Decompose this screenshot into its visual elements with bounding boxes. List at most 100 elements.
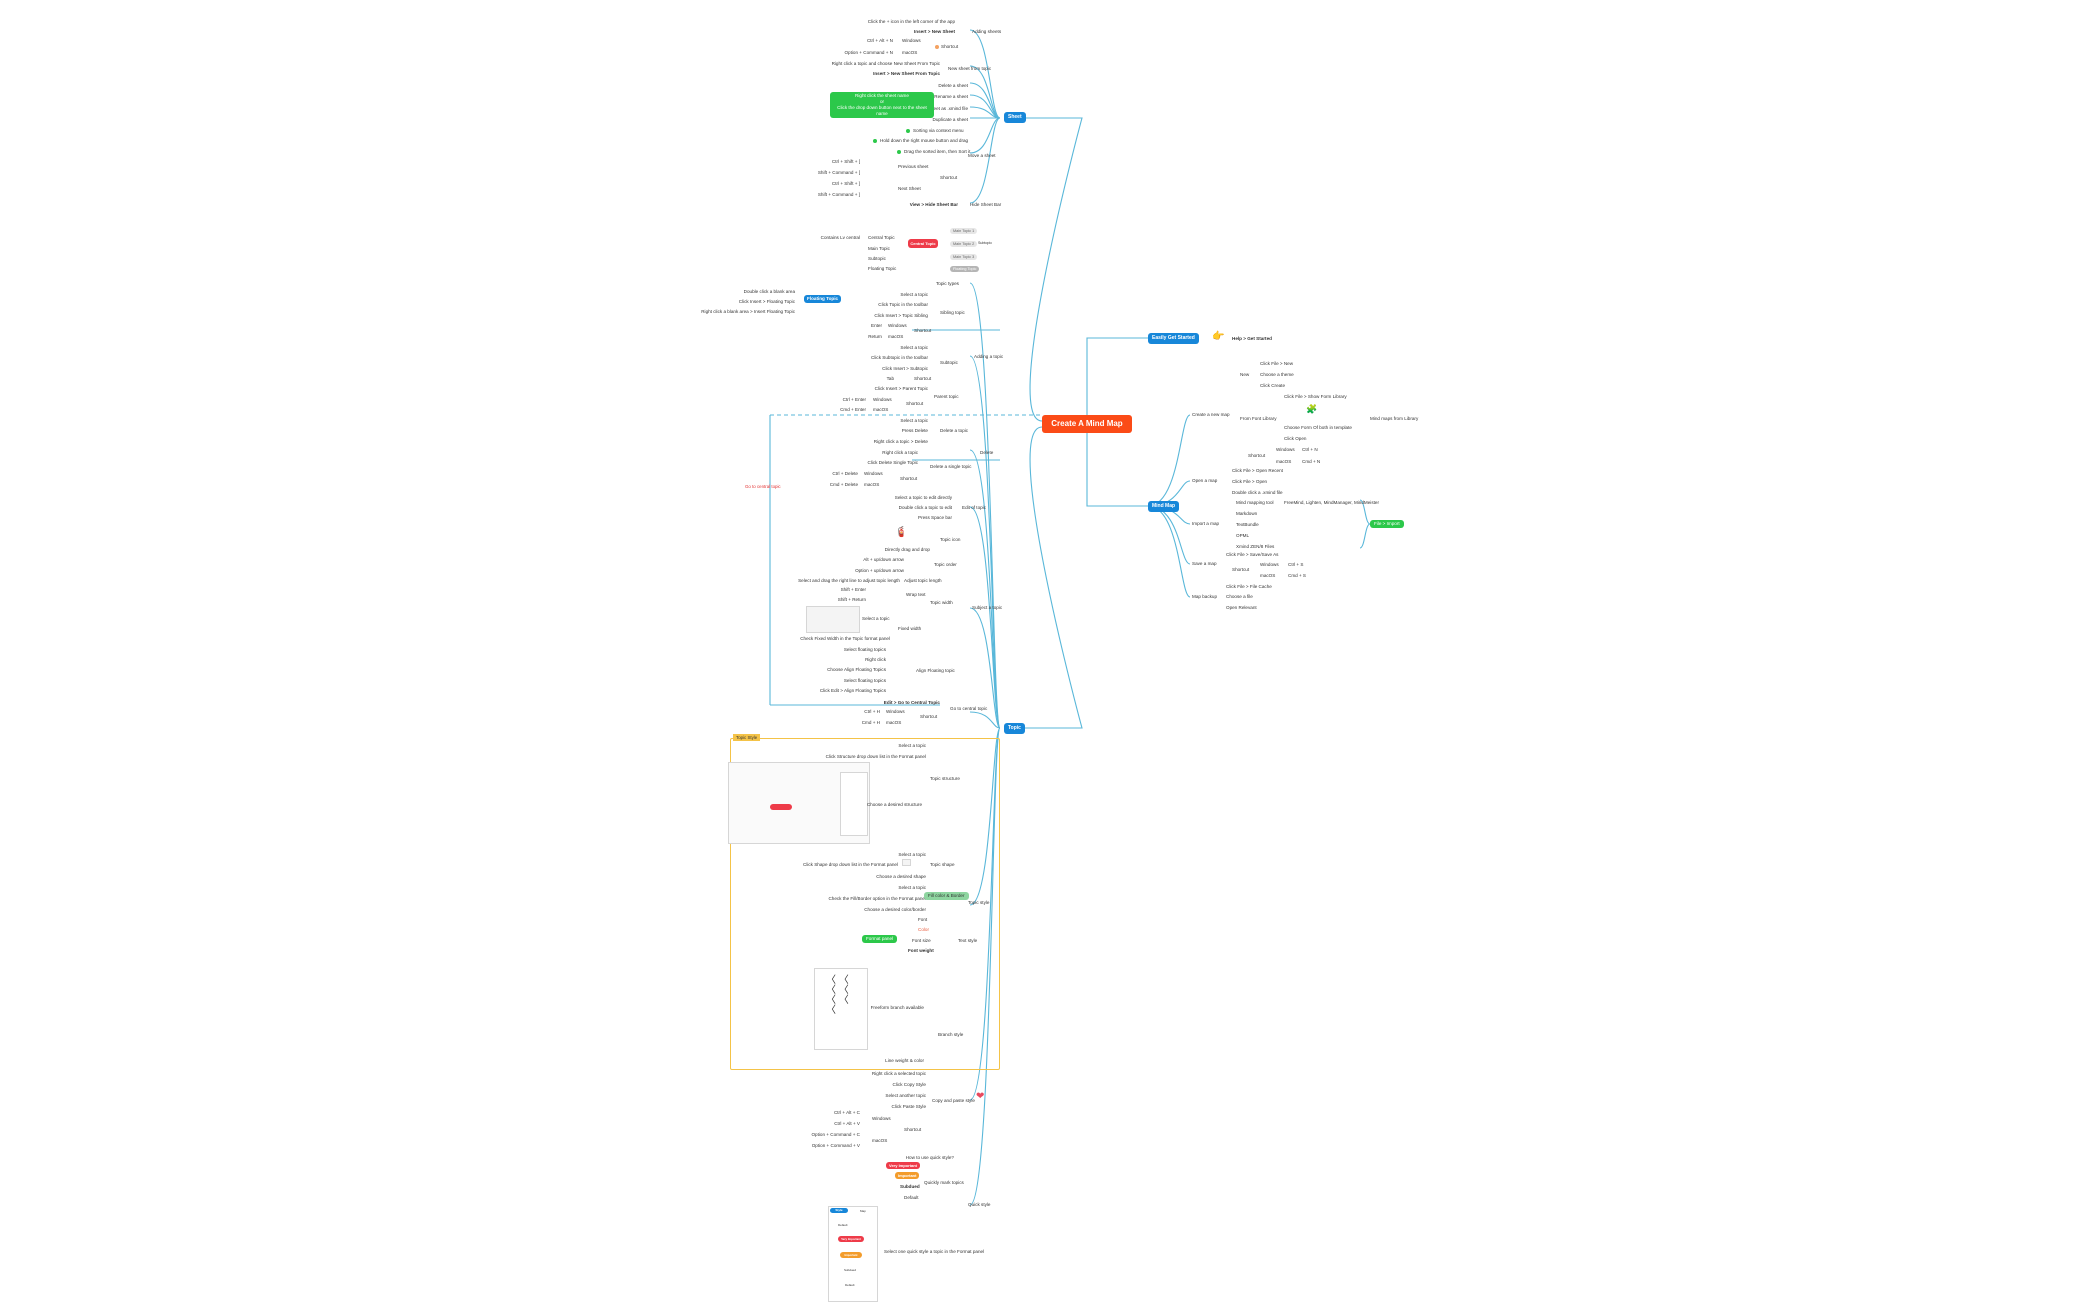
topic-width: Topic width	[930, 600, 953, 605]
mm-imp3: Markdown	[1236, 511, 1258, 516]
edit-press-space: Press Space bar	[918, 515, 952, 520]
choose-align: Choose Align Floating Topics	[827, 667, 886, 672]
shape-icon	[902, 859, 911, 866]
right-click-float: Right click	[865, 657, 886, 662]
link-topic	[1022, 426, 1083, 729]
mm-ctrl-s: Ctrl + S	[1288, 562, 1304, 567]
del-select: Select a topic	[900, 418, 928, 423]
fmt-important[interactable]: Important	[840, 1252, 862, 1258]
qs-very-important[interactable]: Very Important	[886, 1162, 921, 1169]
fmt-very-important[interactable]: Very Important	[838, 1236, 864, 1242]
branch-glyphs: 〈 〈〈 〈〈 〈〈	[826, 975, 849, 1016]
fmt-tab-map[interactable]: Map	[860, 1209, 866, 1213]
sib-macos: macOS	[888, 334, 904, 339]
sib-select-topic: Select a topic	[900, 292, 928, 297]
del-press: Press Delete	[901, 428, 928, 433]
sheet-delete: Delete a sheet	[938, 83, 968, 88]
fill-border-badge: Fill color & Border	[924, 892, 969, 900]
heart-icon: ❤	[976, 1091, 985, 1102]
sub-click-insert: Click Insert > Subtopic	[882, 366, 928, 371]
ts-choose-color: Choose a desired color/border	[864, 907, 926, 912]
qs-select-quick: Select one quick style a topic in the Fo…	[884, 1249, 985, 1254]
ts-branch-style: Branch style	[938, 1032, 964, 1037]
del-right-click-topic: Right click a topic	[882, 450, 918, 455]
cp-click-paste: Click Paste Style	[891, 1104, 926, 1109]
ts-select: Select a topic	[898, 743, 926, 748]
del-shortcut: Shortcut	[900, 476, 918, 481]
qs-how-use: How to use quick style?	[905, 1155, 954, 1160]
mm-map-backup: Map backup	[1192, 594, 1218, 599]
parent-macos: macOS	[873, 407, 889, 412]
mm-cmd-n: Cmd + N	[1302, 459, 1321, 464]
ts-freeform: Freeform branch available	[870, 1005, 924, 1010]
select-floating-2: Select floating topics	[843, 678, 886, 683]
topic-central-node[interactable]: Central Topic	[908, 239, 938, 248]
floating-topic-button[interactable]: Floating Topic	[804, 295, 842, 303]
sheet-shortcut: Shortcut	[941, 44, 959, 49]
mm-open-file: Click File > Open	[1232, 479, 1268, 484]
cp-ctrl-alt-v: Ctrl + Alt + V	[834, 1121, 860, 1126]
branch-sheet[interactable]: Sheet	[1004, 112, 1026, 123]
type-main: Main Topic	[868, 246, 890, 251]
sheet-opt-cmd-n: Option + Command + N	[844, 50, 893, 55]
sib-click-toolbar: Click Topic in the toolbar	[878, 302, 928, 307]
sib-enter: Enter	[871, 323, 882, 328]
list-dot-icon	[897, 150, 901, 154]
parent-topic: Parent topic	[934, 394, 959, 399]
mm-open-relevant: Open Relevant	[1226, 605, 1257, 610]
ts-color: Color	[918, 927, 929, 932]
qs-subdued: Subdued	[900, 1184, 920, 1189]
edit-topic: Edit of topic	[962, 505, 987, 510]
parent-ctrl-enter: Ctrl + Enter	[842, 397, 866, 402]
cp-label: Copy and paste style	[932, 1098, 975, 1103]
sheet-duplicate: Duplicate a sheet	[932, 117, 969, 122]
sheet-top-note: Click the + icon in the left corner of t…	[867, 19, 955, 24]
contains-lv: Contains Lv central	[820, 235, 860, 240]
mm-import-map: Import a map	[1192, 521, 1220, 526]
fmt-tab-style[interactable]: Style	[830, 1208, 848, 1213]
qs-important[interactable]: Important	[895, 1172, 920, 1179]
gc-windows: Windows	[886, 709, 905, 714]
link-easily	[1086, 337, 1148, 415]
sheet-macos: macOS	[902, 50, 918, 55]
topic-order: Topic order	[934, 562, 957, 567]
main-topic-2[interactable]: Main Topic 2	[950, 241, 978, 247]
main-topic-1[interactable]: Main Topic 1	[950, 228, 978, 234]
cp-ctrl-alt-c: Ctrl + Alt + C	[833, 1110, 860, 1115]
ft-right-click: Right click a blank area > Insert Floati…	[701, 309, 795, 314]
sheet-green-hint: Right click the sheet name or Click the …	[830, 92, 934, 118]
ts-shape-select: Select a topic	[898, 852, 926, 857]
mm-imp1: Mind mapping tool	[1236, 500, 1274, 505]
edit-go-central: Edit > Go to Central Topic	[883, 700, 940, 705]
mm-cmd-s: Cmd + S	[1288, 573, 1306, 578]
branch-mind-map[interactable]: Mind Map	[1148, 501, 1180, 512]
structure-dropdown[interactable]	[840, 772, 868, 836]
ts-choose-structure: Choose a desired structure	[866, 802, 922, 807]
branch-topic[interactable]: Topic	[1004, 723, 1025, 734]
mm-save-macos: macOS	[1260, 573, 1276, 578]
topic-types: Topic types	[936, 281, 959, 286]
pointing-hand-icon: 👉	[1212, 331, 1225, 342]
qs-default: Default	[904, 1195, 919, 1200]
mm-click-file-new: Click File > New	[1260, 361, 1294, 366]
branch-easily-get-started[interactable]: Easily Get Started	[1148, 333, 1199, 344]
gc-ctrl-h: Ctrl + H	[864, 709, 880, 714]
main-topic-3[interactable]: Main Topic 3	[950, 254, 978, 260]
sheet-ctrl-shift-l: Ctrl + Shift + [	[831, 159, 860, 164]
cp-right-click: Right click a selected topic	[871, 1071, 926, 1076]
align-floating: Align Floating topic	[916, 668, 955, 673]
sheet-insert-from-topic: Insert > New Sheet From Topic	[873, 71, 940, 76]
floating-sample[interactable]: Floating Topic	[950, 266, 980, 272]
shortcut-dot-icon	[935, 45, 939, 49]
del-single-topic: Delete a single topic	[930, 464, 972, 469]
branch-style-panel	[814, 968, 868, 1050]
topic-style-frame	[730, 738, 1000, 1070]
mm-save-map: Save a map	[1192, 561, 1217, 566]
sheet-shift-cmd-r: Shift + Command + ]	[817, 192, 860, 197]
mm-double-click: Double click a .xmind file	[1232, 490, 1283, 495]
sub-tab: Tab	[886, 376, 894, 381]
sheet-windows: Windows	[902, 38, 921, 43]
central-topic[interactable]: Create A Mind Map	[1042, 415, 1132, 433]
gc-shortcut: Shortcut	[920, 714, 938, 719]
